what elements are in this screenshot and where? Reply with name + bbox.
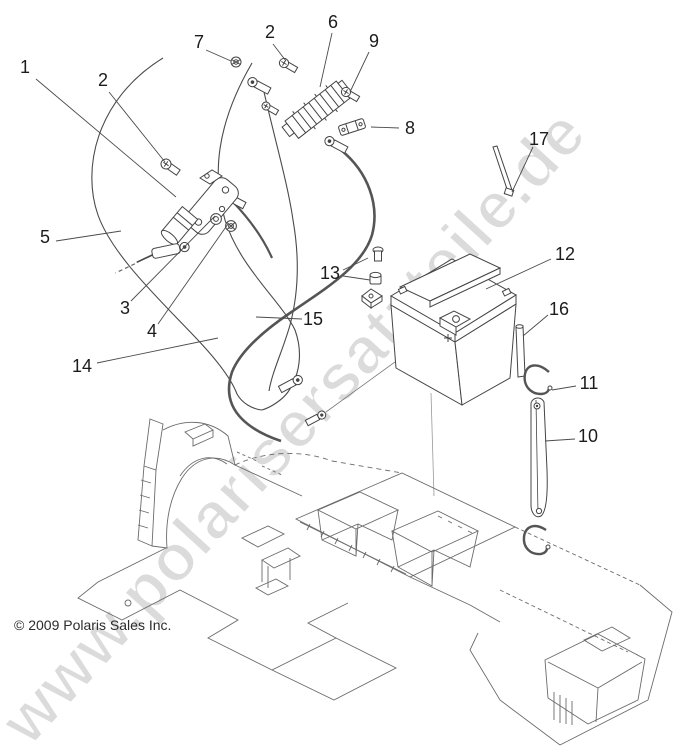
callout-label: 14: [72, 356, 92, 376]
callout-label: 16: [549, 299, 569, 319]
battery-positive-mark: [444, 334, 452, 342]
screw-2-left: [160, 158, 181, 176]
chassis: [77, 418, 673, 746]
fuse-block-6: [281, 79, 351, 140]
battery-cable-5: [115, 241, 190, 274]
callout-label: 10: [578, 426, 598, 446]
battery: [390, 253, 517, 497]
leader-line: [485, 258, 552, 290]
callout-label: 2: [265, 22, 275, 42]
callout-label: 13: [320, 263, 340, 283]
callout-label: 17: [529, 129, 549, 149]
vent-tube-16: [515, 324, 526, 378]
hold-down-strap-10: [530, 397, 548, 518]
callout-label: 4: [147, 321, 157, 341]
leader-line: [319, 32, 333, 88]
battery-cable-14: [227, 148, 376, 443]
cable-tie-17: [492, 145, 515, 197]
leader-line: [272, 43, 287, 62]
cable-harness: [91, 57, 429, 476]
ring-terminal: [247, 77, 272, 95]
leader-line: [130, 215, 216, 302]
clip-11: [523, 364, 553, 396]
leader-line: [544, 438, 576, 442]
leader-line: [370, 126, 400, 129]
ring-terminal: [277, 374, 303, 394]
leader-line: [35, 78, 177, 198]
leader-line: [55, 230, 122, 242]
fuse-8: [338, 118, 366, 136]
callout-label: 11: [580, 373, 599, 393]
callout-label: 3: [120, 298, 130, 318]
callout-label: 1: [20, 57, 30, 77]
leader-line: [108, 91, 166, 163]
callout-label: 8: [405, 118, 415, 138]
callout-label: 9: [369, 31, 379, 51]
screw-small: [261, 101, 280, 116]
callout-label: 5: [40, 227, 50, 247]
leader-line: [511, 146, 534, 193]
copyright-text: © 2009 Polaris Sales Inc.: [14, 617, 171, 633]
positive-cable: [263, 91, 298, 392]
washer-7: [230, 56, 242, 68]
ring-terminal: [304, 410, 327, 427]
leader-line: [522, 314, 549, 337]
solenoid-assembly: [160, 169, 239, 246]
callout-label: 6: [328, 12, 338, 32]
callout-label: 12: [555, 244, 575, 264]
leader-line: [255, 316, 303, 320]
callout-label: 7: [194, 32, 204, 52]
clip-lower: [522, 524, 551, 556]
washer-3: [210, 213, 222, 225]
leader-line: [342, 257, 369, 271]
screw-9: [340, 86, 361, 103]
screw-2-top: [278, 57, 299, 74]
bolt-nut-13: [361, 246, 384, 310]
leader-line: [349, 51, 370, 93]
leader-line: [551, 385, 577, 391]
alignment-line: [430, 392, 435, 497]
nut-4: [225, 220, 237, 232]
leader-line: [342, 275, 371, 281]
leader-line: [96, 337, 219, 364]
leader-line: [205, 49, 232, 62]
callout-label: 2: [98, 70, 108, 90]
leader-line: [157, 223, 229, 325]
ring-terminal: [324, 136, 349, 154]
callout-label: 15: [303, 309, 323, 329]
